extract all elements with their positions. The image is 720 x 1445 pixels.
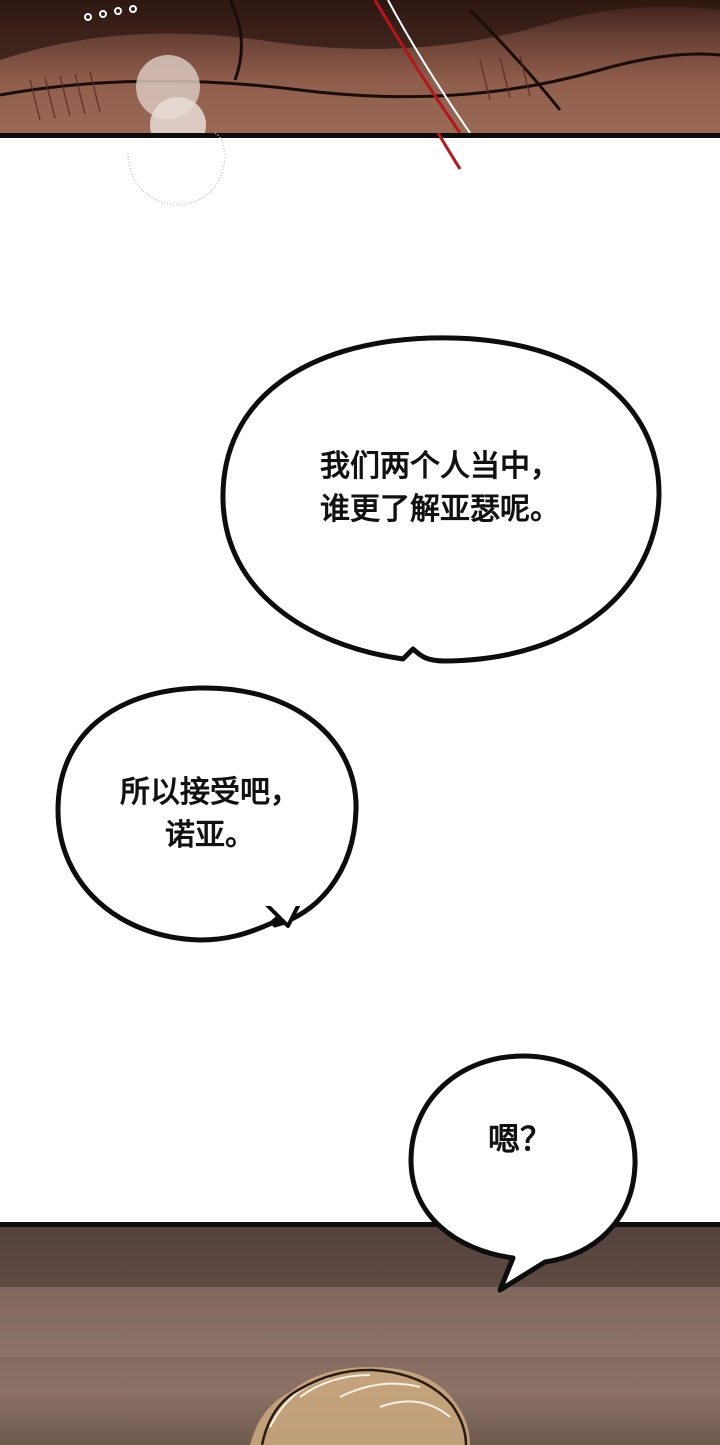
red-line-tail	[436, 133, 462, 170]
top-panel-artwork	[0, 0, 720, 133]
bubble-circles-decoration	[127, 133, 226, 206]
speech-bubble-1-text: 我们两个人当中， 谁更了解亚瑟呢。	[280, 446, 600, 531]
speech-bubble-1-line-1: 我们两个人当中，	[320, 449, 560, 484]
speech-bubble-1-line-2: 谁更了解亚瑟呢。	[320, 491, 560, 527]
speech-bubble-3-line-1: 嗯？	[487, 1120, 552, 1158]
speech-bubble-2	[55, 685, 359, 943]
speech-bubble-3	[408, 1053, 638, 1293]
speech-bubble-2-text: 所以接受吧， 诺亚。	[75, 772, 345, 857]
speech-bubble-2-line-1: 所以接受吧，	[120, 775, 300, 810]
speech-bubble-1	[220, 335, 662, 664]
speech-bubble-2-line-2: 诺亚。	[165, 817, 255, 853]
speech-bubble-3-text: 嗯？	[445, 1117, 595, 1162]
top-panel	[0, 0, 720, 138]
dots-decoration	[84, 5, 137, 21]
